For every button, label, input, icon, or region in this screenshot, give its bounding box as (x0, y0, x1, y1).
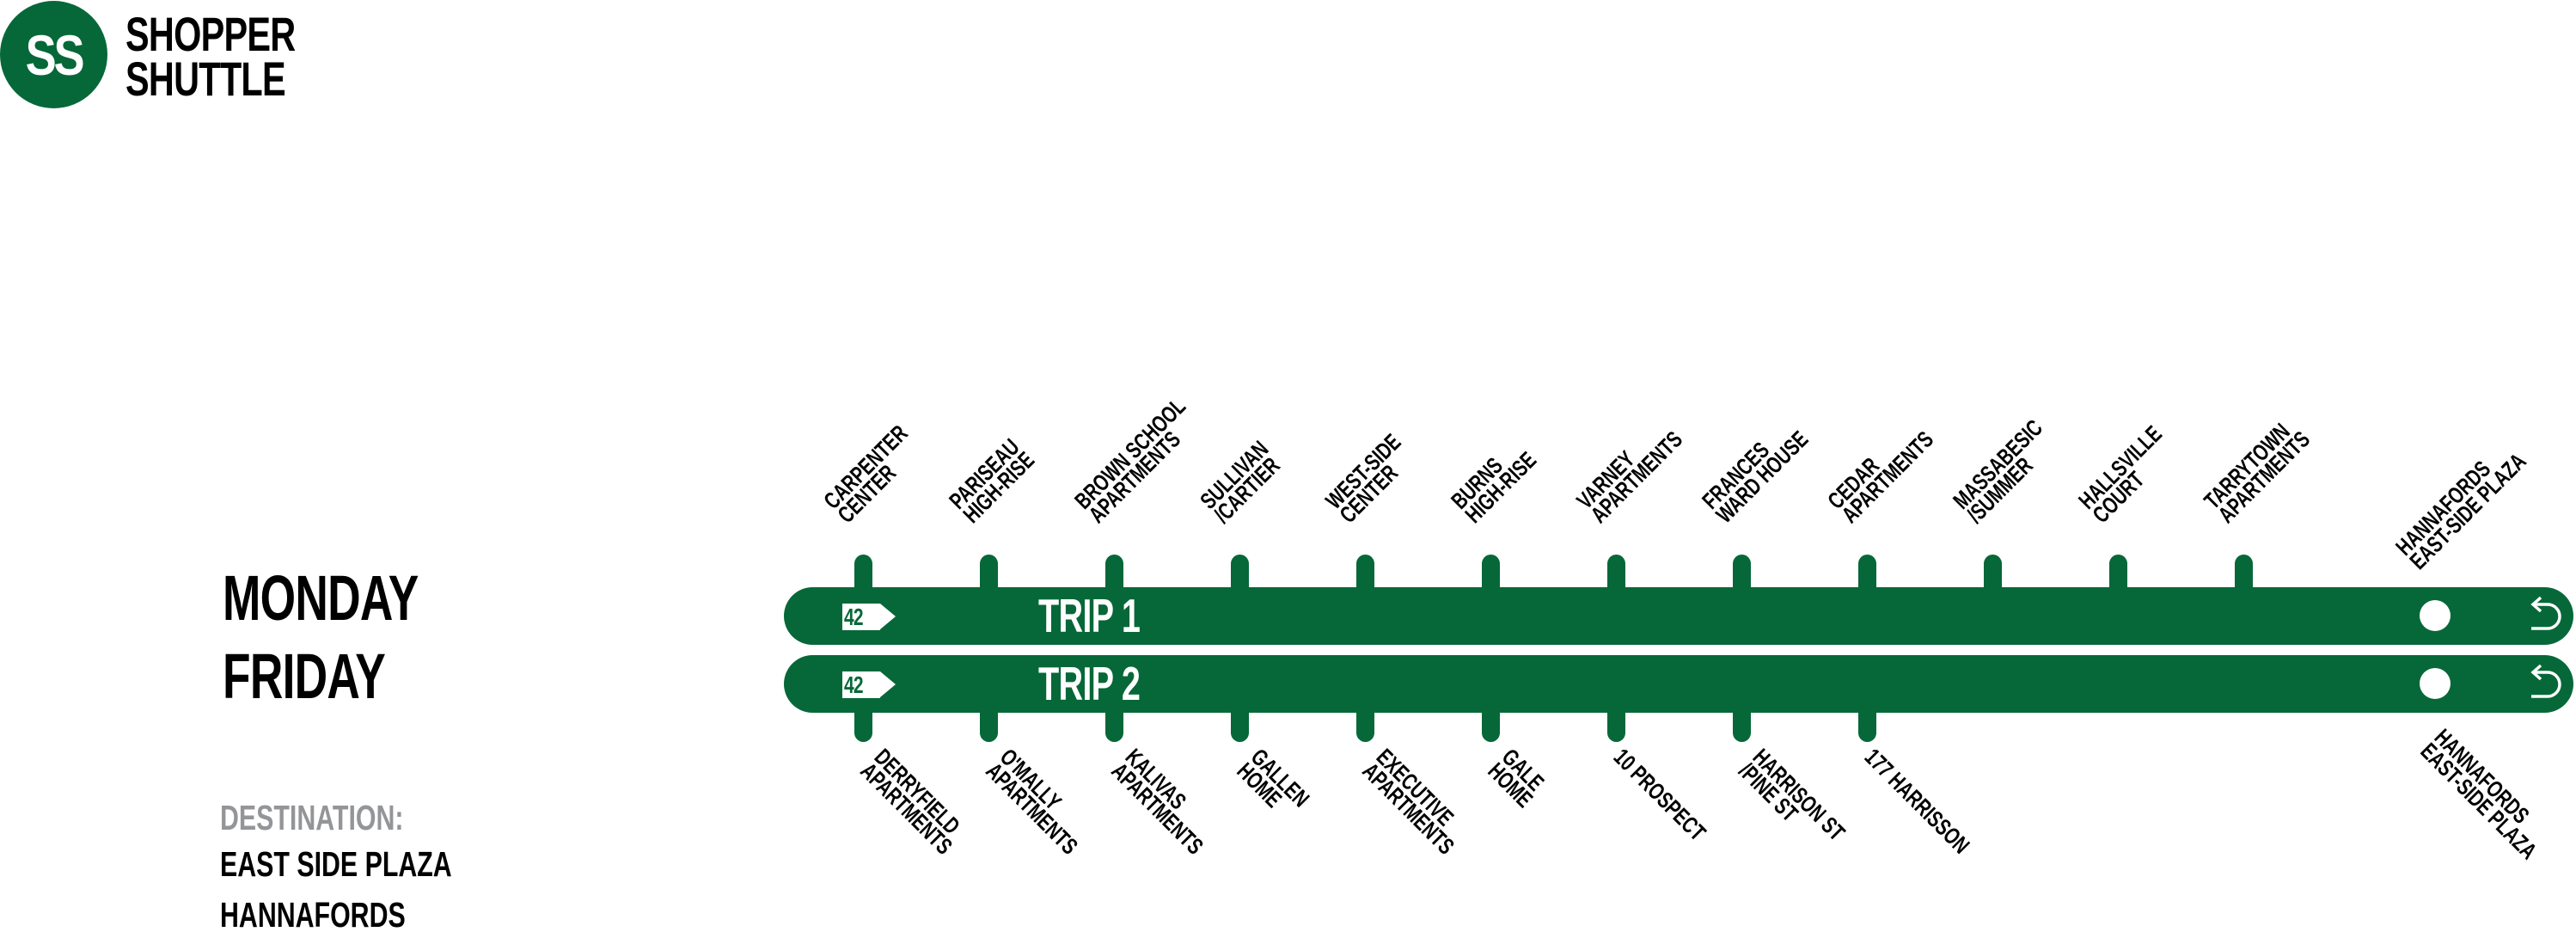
logo-initials: SS (25, 22, 85, 87)
stop-tick (980, 705, 998, 742)
destination-line1: EAST SIDE PLAZA (220, 844, 452, 884)
logo-title-line2: SHUTTLE (125, 52, 286, 106)
logo-title-line1: SHOPPER (125, 7, 296, 61)
stop-tick (1733, 705, 1751, 742)
stop-label: MASSABESIC/SUMMER (1948, 414, 2048, 529)
stop-tick (854, 705, 872, 742)
route-number: 42 (844, 604, 864, 630)
logo-circle-icon (0, 1, 107, 108)
destination-line2: HANNAFORDS (220, 895, 406, 935)
stop-tick (1105, 555, 1123, 593)
route-42-arrow-badge-icon: 42 (842, 604, 896, 630)
stop-tick (1607, 705, 1625, 742)
stop-tick (1482, 705, 1500, 742)
stop-tick (1984, 555, 2002, 593)
stop-label: 177 HARRISSON (1859, 744, 1975, 859)
trip1-label: TRIP 1 (1038, 589, 1141, 642)
destination-label: DESTINATION: (220, 798, 404, 837)
stop-tick (1356, 705, 1374, 742)
stop-tick (2235, 555, 2253, 593)
service-day-start: MONDAY (223, 562, 419, 634)
stop-tick (854, 555, 872, 593)
stop-tick (1858, 705, 1876, 742)
stop-tick (1482, 555, 1500, 593)
return-arrow-icon (2530, 596, 2561, 630)
trip1-route-bar: 42 TRIP 1 (784, 587, 2573, 645)
stop-tick (1858, 555, 1876, 593)
stop-tick (1607, 555, 1625, 593)
stop-label: SULLIVAN/CARTIER (1195, 436, 1285, 529)
stop-tick (980, 555, 998, 593)
trip2-label: TRIP 2 (1038, 657, 1141, 710)
return-arrow-icon (2530, 664, 2561, 698)
stop-tick (1231, 555, 1249, 593)
stop-tick (1733, 555, 1751, 593)
trip2-route-bar: 42 TRIP 2 (784, 655, 2573, 713)
route-number: 42 (844, 671, 864, 698)
stop-tick (1231, 705, 1249, 742)
stop-label: HARRISON ST/PINE ST (1734, 744, 1851, 846)
stop-tick (1356, 555, 1374, 593)
route-42-arrow-badge-icon: 42 (842, 671, 896, 698)
terminus-dot-icon (2420, 600, 2451, 631)
service-day-end: FRIDAY (223, 641, 386, 712)
stop-tick (1105, 705, 1123, 742)
stop-label: 10 PROSPECT (1608, 744, 1711, 846)
terminus-dot-icon (2420, 668, 2451, 699)
stop-tick (2109, 555, 2127, 593)
